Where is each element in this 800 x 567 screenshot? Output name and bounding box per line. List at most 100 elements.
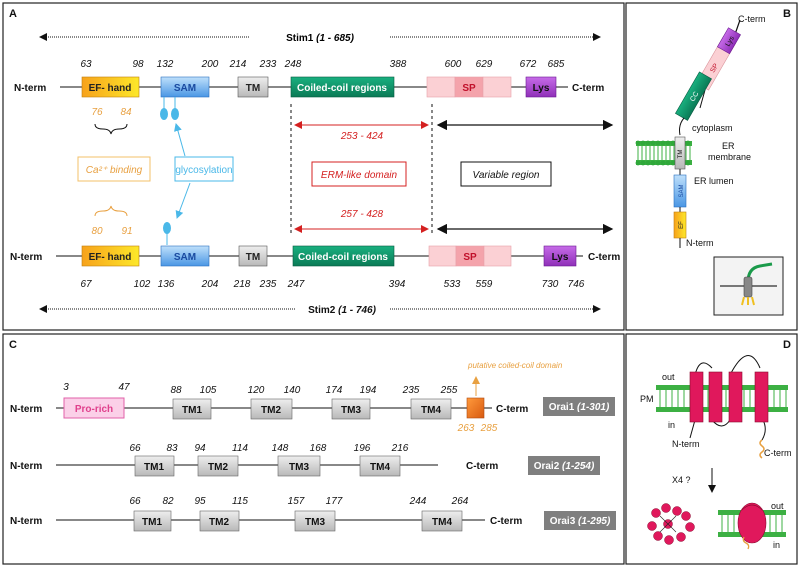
orai2-tm3 [277,455,321,477]
orai2-tm2-label: TM2 [208,462,228,473]
svg-text:out: out [771,501,784,511]
orai2-name: Orai2 (1-254) [534,461,595,472]
svg-text:83: 83 [166,443,178,454]
orai3-tm1 [133,510,172,532]
svg-text:X4 ?: X4 ? [672,475,691,485]
svg-text:132: 132 [157,59,174,70]
stim1-lys [525,76,557,98]
orai-cluster [647,503,695,545]
orai2-numbers: 66 83 94 114 148 168 196 216 [129,443,408,454]
svg-text:177: 177 [326,496,343,507]
svg-text:in: in [668,420,675,430]
svg-text:membrane: membrane [708,152,751,162]
svg-text:ERM-like domain: ERM-like domain [321,170,398,181]
panel-a-frame [2,2,625,331]
orai1-tm2-label: TM2 [261,405,281,416]
orai2-tm2 [197,455,239,477]
stim2-cterm: C-term [588,252,620,263]
orai1-numbers: 3 47 88 105 120 140 174 194 235 255 [63,382,458,396]
orai1-name-box [543,397,615,416]
stim1-numbers: 63 98 132 200 214 233 248 388 600 629 67… [80,59,564,70]
orai1-pro-rich-label: Pro-rich [75,404,113,415]
erm-box [311,161,407,187]
orai1-cterm: C-term [496,404,528,415]
svg-text:Lys: Lys [725,35,737,48]
svg-text:200: 200 [201,59,219,70]
svg-text:216: 216 [391,443,409,454]
orai1-cc-end: 285 [480,423,498,434]
orai1-name: Orai1 (1-301) [549,402,610,413]
svg-text:559: 559 [476,279,493,290]
panel-d-label: D [783,339,791,351]
svg-text:cytoplasm: cytoplasm [692,123,733,133]
svg-text:257 - 428: 257 - 428 [340,209,384,220]
svg-text:3: 3 [63,382,69,393]
stim2-lys-label: Lys [552,252,569,263]
orai2-tm4 [359,455,401,477]
orai3-tm1-label: TM1 [142,517,162,528]
orai3-cterm: C-term [490,516,522,527]
stim1-cterm: C-term [572,83,604,94]
stim1-tm [237,76,269,98]
svg-text:63: 63 [80,59,92,70]
svg-text:PM: PM [640,394,654,404]
svg-text:394: 394 [389,279,406,290]
svg-text:47: 47 [118,382,130,393]
stim2-coiled-coil [292,245,395,267]
stim2-ef-hand [81,245,140,267]
stim1-ef-hand [81,76,140,98]
svg-text:ER lumen: ER lumen [694,176,734,186]
orai1-tm1-label: TM1 [182,405,202,416]
svg-text:168: 168 [310,443,327,454]
orai1-tm3 [331,398,371,420]
svg-text:ER: ER [722,141,735,151]
orai2-tm1-label: TM1 [144,462,164,473]
svg-text:685: 685 [548,59,565,70]
glycosylation-annotation: glycosylation [160,97,234,245]
stim1-coiled-coil-label: Coiled-coil regions [297,83,387,94]
orai3-tm4-label: TM4 [432,517,452,528]
glycosylation-box [174,156,234,182]
svg-text:244: 244 [409,496,427,507]
stim2-tm-label: TM [246,252,260,263]
orai1-tm4 [410,398,452,420]
stim2-post-sp [483,245,512,267]
svg-text:66: 66 [129,443,141,454]
svg-text:248: 248 [284,59,302,70]
svg-text:196: 196 [354,443,371,454]
svg-text:600: 600 [445,59,462,70]
stim2-title: Stim2 (1 - 746) [308,305,376,316]
stim1-post-sp [482,76,512,98]
orai3-name: Orai3 (1-295) [550,516,611,527]
svg-text:SAM: SAM [679,184,685,197]
orai1-putative-label: putative coiled-coil domain [467,361,563,370]
svg-text:157: 157 [288,496,305,507]
svg-text:out: out [662,372,675,382]
stim1-title: Stim1 (1 - 685) [286,33,354,44]
svg-text:194: 194 [360,385,377,396]
stim1-coiled-coil [290,76,395,98]
svg-text:N-term: N-term [672,439,700,449]
stim2-sp-label: SP [463,252,477,263]
svg-text:N-term: N-term [686,238,714,248]
orai3-tm2 [199,510,240,532]
stim1-sam [160,76,210,98]
svg-text:80: 80 [91,226,103,237]
orai1-tm3-label: TM3 [341,405,361,416]
svg-text:114: 114 [232,443,248,454]
svg-text:94: 94 [194,443,206,454]
orai1-pro-rich [63,397,125,419]
svg-text:247: 247 [287,279,305,290]
stim1-nterm: N-term [14,83,46,94]
stim2-nterm: N-term [10,252,42,263]
svg-text:233: 233 [259,59,277,70]
orai1-coiled-coil [466,397,485,419]
stim2-pre-sp [428,245,457,267]
orai2-name-box [528,456,600,475]
svg-text:120: 120 [248,385,265,396]
orai2-nterm: N-term [10,461,42,472]
panel-a-label: A [9,8,17,20]
svg-text:82: 82 [162,496,174,507]
orai3-numbers: 66 82 95 115 157 177 244 264 [129,496,468,507]
svg-text:in: in [773,540,780,550]
